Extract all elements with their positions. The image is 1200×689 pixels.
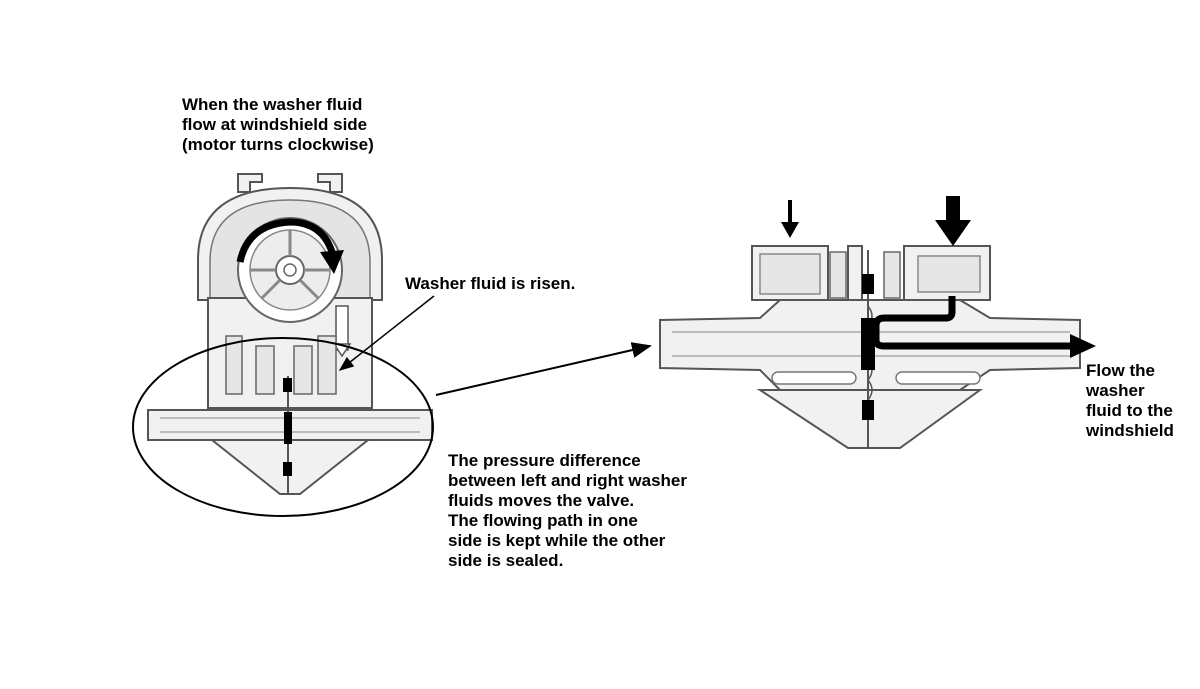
- valve: [283, 376, 292, 494]
- washer-fluid-risen-label: Washer fluid is risen.: [405, 274, 576, 293]
- flow-to-windshield-label: Flow the washer fluid to the windshield: [1086, 361, 1174, 440]
- impeller: [237, 217, 343, 323]
- risen-pointer-line: [338, 295, 435, 371]
- flow-out-arrowhead: [1070, 334, 1096, 358]
- large-pressure-arrow: [935, 196, 971, 246]
- clockwise-rotation-arrow: [236, 218, 336, 263]
- enlarged-valve-view: [659, 245, 1096, 449]
- fluid-flow-path: [872, 296, 1072, 350]
- small-pressure-arrow: [781, 200, 799, 238]
- rotation-arrowhead: [320, 250, 344, 274]
- zoom-arrow: [435, 342, 652, 396]
- valve-highlight-ellipse: [132, 337, 434, 517]
- pressure-difference-label: The pressure difference between left and…: [448, 451, 687, 570]
- title-label: When the washer fluid flow at windshield…: [182, 95, 374, 154]
- pump-assembly: [147, 173, 433, 495]
